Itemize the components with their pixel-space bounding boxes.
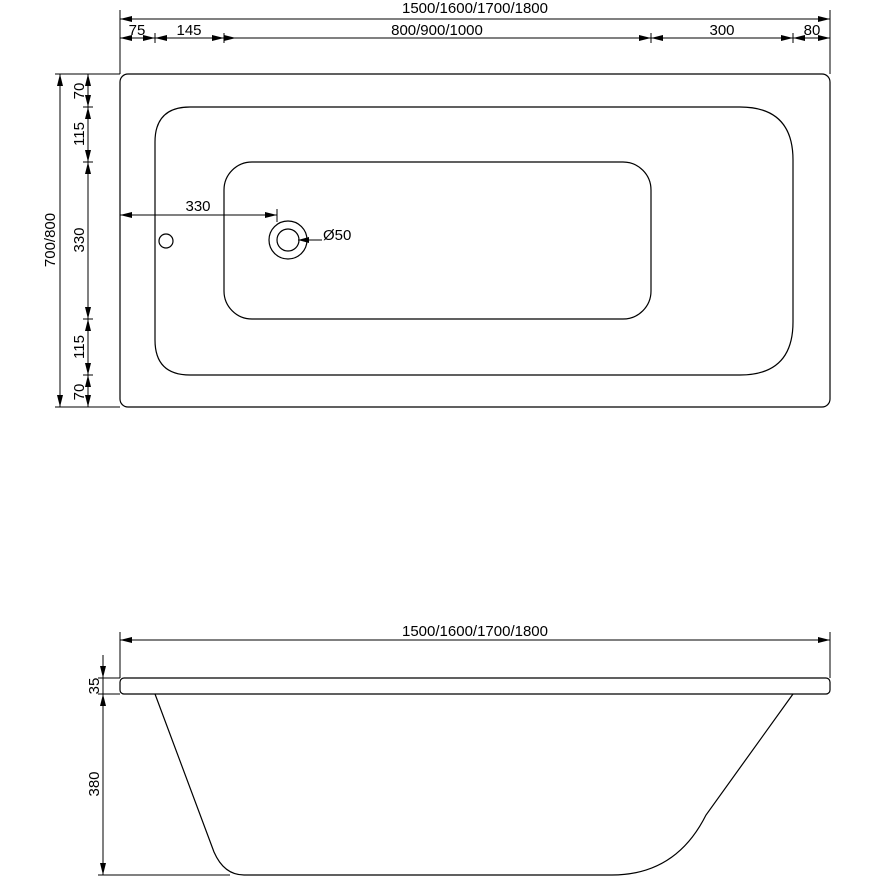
- segment-label-1: 75: [129, 22, 146, 39]
- arrow-head: [85, 307, 91, 319]
- overall-width-label: 700/800: [42, 213, 59, 267]
- v-segment-label-5: 70: [71, 384, 88, 401]
- arrow-head: [57, 395, 63, 407]
- arrow-head: [85, 375, 91, 387]
- arrow-head: [224, 35, 236, 41]
- arrow-head: [85, 107, 91, 119]
- arrow-head: [85, 395, 91, 407]
- drain-offset-label: 330: [185, 198, 210, 215]
- arrow-head: [120, 35, 132, 41]
- overflow-hole: [158, 233, 174, 249]
- arrow-head: [120, 212, 132, 218]
- arrow-head: [85, 319, 91, 331]
- rim-height-label: 35: [86, 678, 103, 695]
- arrow-head: [57, 74, 63, 86]
- tub-outer-rim: [119, 73, 831, 408]
- segment-label-2: 145: [176, 22, 201, 39]
- arrow-head: [100, 694, 106, 706]
- side-view: 1500/1600/1700/1800 35 380: [86, 623, 831, 876]
- overall-length-label: 1500/1600/1700/1800: [402, 0, 548, 17]
- arrow-head: [818, 16, 830, 22]
- segment-label-5: 80: [804, 22, 821, 39]
- arrow-head: [120, 16, 132, 22]
- arrow-head: [298, 237, 309, 243]
- arrow-head: [85, 363, 91, 375]
- arrow-head: [120, 637, 132, 643]
- v-segment-label-1: 70: [71, 83, 88, 100]
- arrow-head: [639, 35, 651, 41]
- arrow-head: [818, 637, 830, 643]
- arrow-head: [818, 35, 830, 41]
- arrow-head: [212, 35, 224, 41]
- tub-basin-profile: [154, 693, 794, 876]
- segment-label-4: 300: [709, 22, 734, 39]
- arrow-head: [793, 35, 805, 41]
- v-segment-label-2: 115: [71, 122, 88, 146]
- arrow-head: [100, 863, 106, 875]
- tub-floor: [223, 161, 652, 320]
- drain-diameter-label: Ø50: [323, 227, 351, 244]
- arrow-head: [85, 150, 91, 162]
- arrow-head: [143, 35, 155, 41]
- segment-label-3: 800/900/1000: [391, 22, 483, 39]
- side-overall-length-label: 1500/1600/1700/1800: [402, 623, 548, 640]
- arrow-head: [85, 162, 91, 174]
- drain-inner-ring: [276, 228, 300, 252]
- arrow-head: [265, 212, 277, 218]
- arrow-head: [155, 35, 167, 41]
- arrow-head: [85, 74, 91, 86]
- tub-inner-edge: [154, 106, 794, 376]
- v-segment-label-3: 330: [71, 227, 88, 252]
- top-view: 1500/1600/1700/1800 75 145 800/900/1000 …: [42, 0, 831, 408]
- arrow-head: [781, 35, 793, 41]
- basin-depth-label: 380: [86, 771, 103, 796]
- tub-rim-profile: [119, 677, 831, 695]
- v-segment-label-4: 115: [71, 335, 88, 359]
- arrow-head: [651, 35, 663, 41]
- arrow-head: [100, 666, 106, 678]
- arrow-head: [85, 95, 91, 107]
